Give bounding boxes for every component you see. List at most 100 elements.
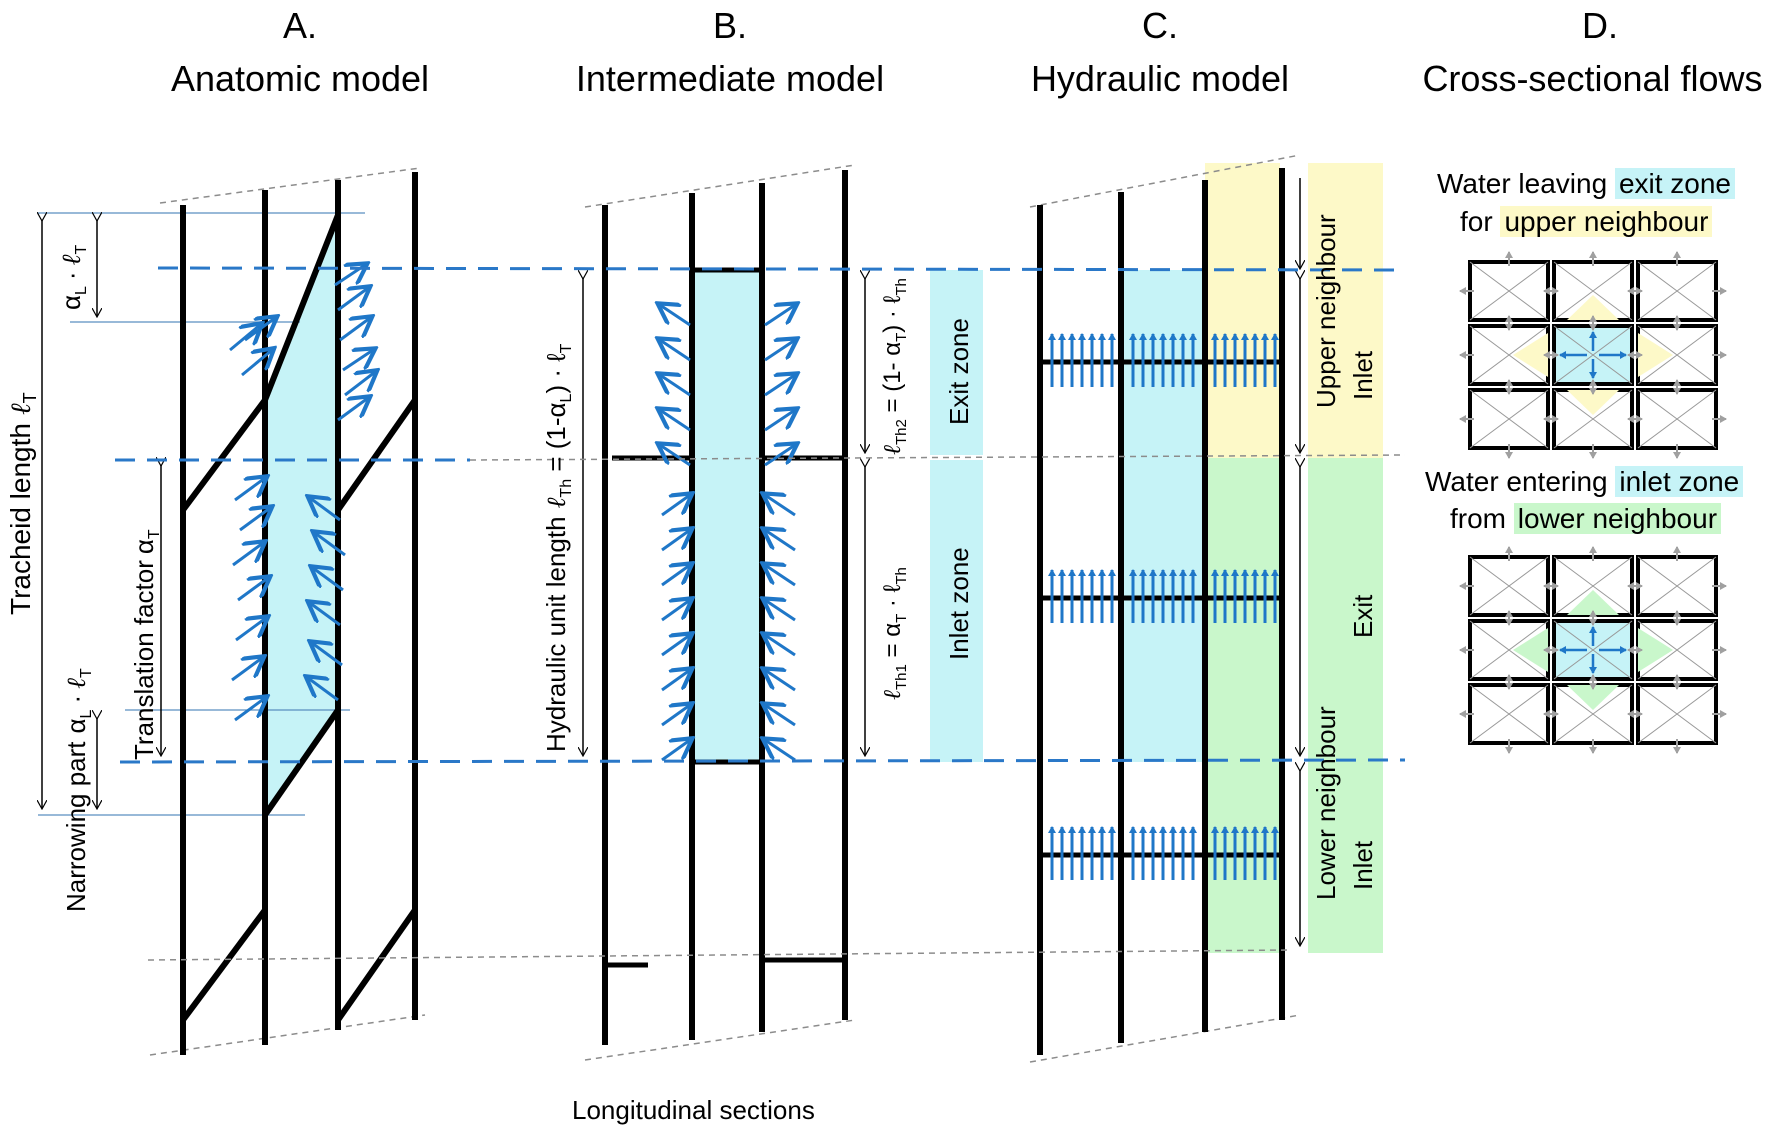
- cell-diagonal: [1637, 684, 1717, 744]
- flow-arrow: [661, 740, 690, 762]
- inlet-lower-label: Inlet: [1348, 840, 1378, 890]
- panel-b-inlet-zone-band: [930, 460, 983, 762]
- flow-arrow: [765, 495, 796, 517]
- panel-b-hydraulic-unit-fill: [692, 270, 762, 762]
- cell-diagonal: [1553, 620, 1633, 680]
- exit-boundary-line: [157, 266, 1406, 272]
- cell-diagonal: [1637, 325, 1717, 385]
- mid-boundary-line-grey: [469, 454, 1406, 461]
- flow-arrow: [229, 325, 260, 352]
- cell-diagonal: [1637, 389, 1717, 449]
- cell-diagonal: [1469, 556, 1549, 616]
- flow-arrow: [234, 698, 265, 722]
- exit-heading-line2: for upper neighbour: [1460, 206, 1713, 238]
- panel-a-tracheid-fill: [265, 215, 338, 815]
- flow-arrow: [342, 350, 373, 372]
- cell-diagonal: [1553, 389, 1633, 449]
- inlet-boundary-line: [119, 758, 1406, 764]
- neighbour-overlap-triangle: [1513, 628, 1548, 672]
- inlet-upper-label: Inlet: [1348, 350, 1378, 400]
- flow-arrow: [235, 618, 266, 642]
- panel-c-flow-arrows: [1048, 333, 1279, 880]
- neighbour-overlap-triangle: [1638, 628, 1673, 672]
- neighbour-overlap-triangle: [1513, 333, 1548, 377]
- panel-d-exit-grid: [1459, 251, 1727, 459]
- panel-d-title: Cross-sectional flows: [1422, 58, 1763, 99]
- cell-diagonal: [1637, 620, 1717, 680]
- cell-diagonal: [1637, 556, 1717, 616]
- flow-arrow: [660, 305, 691, 327]
- cell-diagonal: [1553, 556, 1633, 616]
- lower-neighbour-label: Lower neighbour: [1311, 706, 1341, 900]
- lower-neighbour-highlight: lower neighbour: [1513, 503, 1722, 534]
- flow-arrow: [661, 670, 690, 692]
- panel-c-letter: C.: [1142, 5, 1178, 46]
- flow-arrow: [764, 340, 795, 362]
- flow-arrow: [660, 340, 691, 362]
- panel-d-inlet-grid: [1459, 546, 1727, 754]
- panel-b-flow-arrows: [660, 305, 796, 762]
- inlet-zone-label: Inlet zone: [944, 547, 974, 660]
- inlet-heading-text: Water entering: [1425, 466, 1608, 497]
- flow-arrow: [337, 288, 368, 312]
- flow-arrow: [661, 530, 690, 552]
- flow-arrow: [765, 530, 796, 552]
- flow-arrow: [241, 350, 272, 377]
- lth1-formula-label: ℓTh1 = αT · ℓTh: [878, 567, 910, 700]
- flow-arrow: [312, 643, 343, 667]
- panel-a-title: Anatomic model: [170, 58, 430, 99]
- flow-arrow: [339, 318, 370, 342]
- inlet-heading-line1: Water entering inlet zone: [1425, 466, 1744, 498]
- panel-a-flow-arrows: [229, 265, 375, 722]
- neighbour-overlap-triangle: [1567, 590, 1619, 615]
- for-text: for: [1460, 206, 1493, 237]
- cell-diagonal: [1469, 684, 1549, 744]
- inlet-heading-line2: from lower neighbour: [1450, 503, 1722, 535]
- panel-c-upper-neighbour-band: [1308, 163, 1383, 458]
- cell-diagonal: [1553, 684, 1633, 744]
- flow-arrow: [661, 565, 690, 587]
- panel-b-drawing: [583, 164, 983, 1061]
- longitudinal-sections-caption: Longitudinal sections: [572, 1095, 815, 1125]
- upper-neighbour-label: Upper neighbour: [1311, 214, 1341, 408]
- panel-d-letter: D.: [1582, 5, 1618, 46]
- panel-b-letter: B.: [712, 5, 747, 46]
- flow-arrow: [660, 445, 691, 467]
- exit-zone-label: Exit zone: [944, 318, 974, 425]
- flow-arrow: [661, 635, 690, 657]
- neighbour-overlap-triangle: [1567, 390, 1619, 415]
- panel-a-drawing: [38, 167, 426, 1056]
- flow-arrow: [765, 600, 796, 622]
- flow-arrow: [344, 372, 375, 397]
- flow-arrow: [765, 565, 796, 587]
- flow-arrow: [315, 533, 346, 557]
- flow-arrow: [764, 375, 795, 397]
- flow-arrow: [764, 445, 795, 467]
- flow-arrow: [765, 740, 796, 762]
- panel-c-lower-neighbour-band: [1308, 458, 1383, 953]
- neighbour-overlap-triangle: [1567, 295, 1619, 320]
- cell-diagonal: [1553, 261, 1633, 321]
- from-text: from: [1450, 503, 1506, 534]
- panel-c-title: Hydraulic model: [1030, 58, 1290, 99]
- flow-arrow: [231, 658, 262, 682]
- flow-arrow: [313, 568, 344, 592]
- cell-diagonal: [1469, 325, 1549, 385]
- panel-c-yellow-column: [1205, 163, 1280, 458]
- cell-diagonal: [1469, 389, 1549, 449]
- exit-zone-highlight: exit zone: [1614, 168, 1736, 199]
- neighbour-overlap-triangle: [1638, 333, 1673, 377]
- cell-diagonal: [1469, 620, 1549, 680]
- flow-arrow: [660, 375, 691, 397]
- panel-c-green-column: [1205, 458, 1280, 953]
- flow-arrow: [765, 705, 796, 727]
- flow-arrow: [234, 478, 265, 502]
- inlet-zone-highlight: inlet zone: [1615, 466, 1744, 497]
- tracheid-length-label: Tracheid lengthℓT: [4, 392, 40, 615]
- exit-heading-text: Water leaving: [1437, 168, 1608, 199]
- flow-arrow: [239, 508, 270, 532]
- flow-arrow: [232, 543, 263, 567]
- hydraulic-unit-length-label: Hydraulic unit lengthℓTh = (1-αL) · ℓT: [541, 343, 575, 752]
